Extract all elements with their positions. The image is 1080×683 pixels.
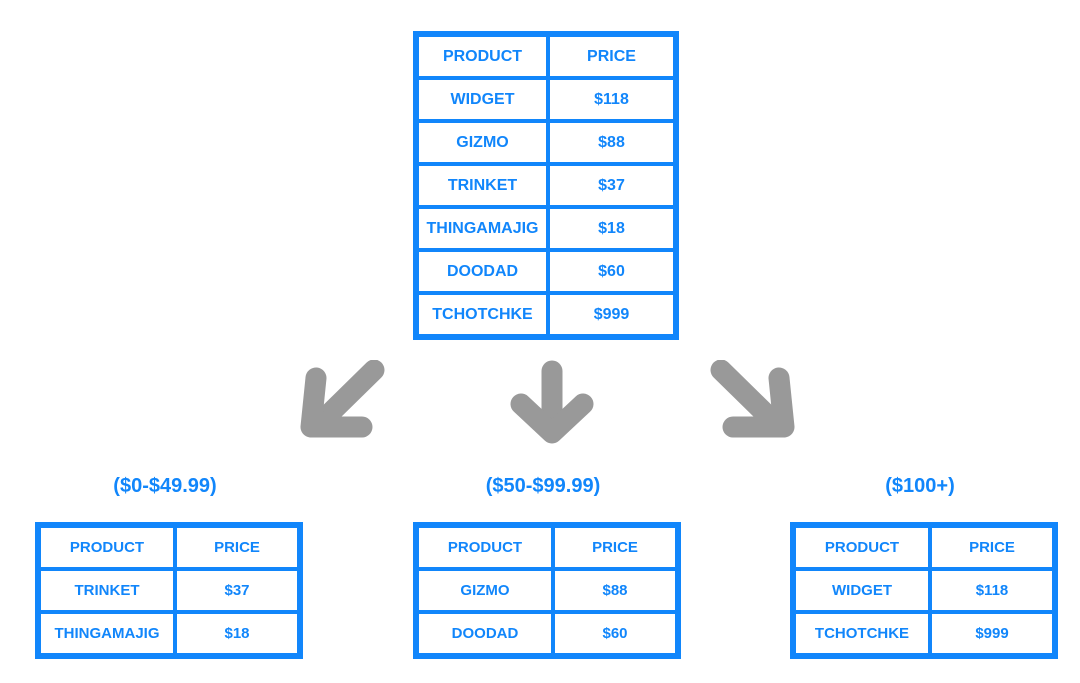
cell-price: $118 — [930, 569, 1054, 612]
table-row: TCHOTCHKE $999 — [794, 612, 1054, 655]
column-header-price: PRICE — [175, 526, 299, 569]
bucket-table-body: PRODUCT PRICE WIDGET $118 TCHOTCHKE $999 — [794, 526, 1054, 655]
cell-price: $118 — [548, 78, 675, 121]
cell-product: THINGAMAJIG — [39, 612, 175, 655]
table-row: WIDGET $118 — [794, 569, 1054, 612]
column-header-price: PRICE — [930, 526, 1054, 569]
arrow-down-left-icon — [294, 360, 390, 444]
cell-price: $60 — [548, 250, 675, 293]
bucket-label-high: ($100+) — [885, 475, 955, 497]
table-row: DOODAD $60 — [417, 612, 677, 655]
cell-price: $999 — [930, 612, 1054, 655]
bucket-table-body: PRODUCT PRICE GIZMO $88 DOODAD $60 — [417, 526, 677, 655]
cell-product: TCHOTCHKE — [417, 293, 548, 336]
cell-product: WIDGET — [417, 78, 548, 121]
cell-product: WIDGET — [794, 569, 930, 612]
bucket-table-mid: PRODUCT PRICE GIZMO $88 DOODAD $60 — [413, 522, 681, 659]
table-header-row: PRODUCT PRICE — [417, 35, 675, 78]
table-row: GIZMO $88 — [417, 121, 675, 164]
cell-product: TRINKET — [39, 569, 175, 612]
column-header-product: PRODUCT — [39, 526, 175, 569]
cell-product: THINGAMAJIG — [417, 207, 548, 250]
cell-price: $37 — [548, 164, 675, 207]
column-header-price: PRICE — [548, 35, 675, 78]
cell-price: $18 — [548, 207, 675, 250]
column-header-product: PRODUCT — [794, 526, 930, 569]
table-header-row: PRODUCT PRICE — [417, 526, 677, 569]
column-header-price: PRICE — [553, 526, 677, 569]
cell-product: TRINKET — [417, 164, 548, 207]
table-row: THINGAMAJIG $18 — [417, 207, 675, 250]
cell-product: GIZMO — [417, 121, 548, 164]
column-header-product: PRODUCT — [417, 526, 553, 569]
table-row: TRINKET $37 — [417, 164, 675, 207]
arrow-down-right-icon — [705, 360, 801, 444]
cell-price: $18 — [175, 612, 299, 655]
bucket-table-body: PRODUCT PRICE TRINKET $37 THINGAMAJIG $1… — [39, 526, 299, 655]
table-row: THINGAMAJIG $18 — [39, 612, 299, 655]
cell-product: DOODAD — [417, 250, 548, 293]
arrow-down-icon — [504, 360, 600, 444]
bucket-table-low: PRODUCT PRICE TRINKET $37 THINGAMAJIG $1… — [35, 522, 303, 659]
cell-price: $60 — [553, 612, 677, 655]
bucket-table-high: PRODUCT PRICE WIDGET $118 TCHOTCHKE $999 — [790, 522, 1058, 659]
cell-price: $88 — [548, 121, 675, 164]
table-row: TRINKET $37 — [39, 569, 299, 612]
table-row: GIZMO $88 — [417, 569, 677, 612]
cell-price: $37 — [175, 569, 299, 612]
column-header-product: PRODUCT — [417, 35, 548, 78]
bucket-label-mid: ($50-$99.99) — [485, 475, 601, 497]
table-row: TCHOTCHKE $999 — [417, 293, 675, 336]
cell-price: $999 — [548, 293, 675, 336]
cell-price: $88 — [553, 569, 677, 612]
cell-product: DOODAD — [417, 612, 553, 655]
table-row: DOODAD $60 — [417, 250, 675, 293]
cell-product: GIZMO — [417, 569, 553, 612]
table-header-row: PRODUCT PRICE — [39, 526, 299, 569]
source-table-body: PRODUCT PRICE WIDGET $118 GIZMO $88 TRIN… — [417, 35, 675, 336]
table-row: WIDGET $118 — [417, 78, 675, 121]
product-price-table: PRODUCT PRICE WIDGET $118 GIZMO $88 TRIN… — [413, 31, 679, 340]
bucket-label-low: ($0-$49.99) — [113, 475, 217, 497]
table-header-row: PRODUCT PRICE — [794, 526, 1054, 569]
cell-product: TCHOTCHKE — [794, 612, 930, 655]
